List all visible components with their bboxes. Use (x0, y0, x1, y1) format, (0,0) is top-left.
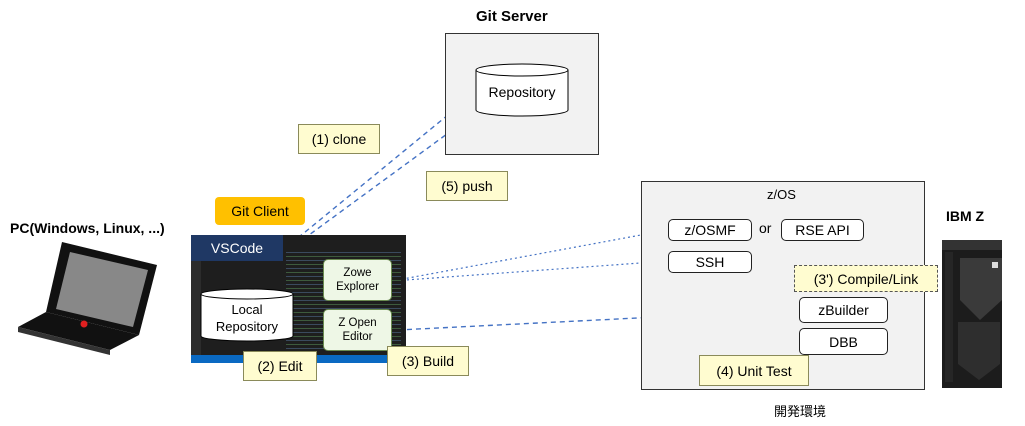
local-repository-label: Local Repository (215, 302, 279, 334)
vscode-sidebar (191, 261, 201, 363)
edit-note: (2) Edit (243, 351, 317, 381)
unit-test-note: (4) Unit Test (699, 355, 809, 386)
dev-env-label: 開発環境 (774, 404, 827, 419)
push-note: (5) push (426, 171, 508, 201)
zbuilder-box: zBuilder (799, 297, 888, 323)
zowe-to-zosmf-arrow (391, 226, 670, 282)
zowe-explorer-box: Zowe Explorer (323, 259, 392, 301)
dbb-box: DBB (799, 328, 888, 355)
z-open-editor-box: Z Open Editor (323, 309, 392, 351)
pc-title: PC(Windows, Linux, ...) (10, 220, 165, 236)
ssh-box: SSH (668, 251, 752, 273)
compile-link-note: (3') Compile/Link (794, 265, 938, 292)
repository-label: Repository (488, 84, 556, 100)
zos-title: z/OS (767, 187, 796, 202)
vscode-label: VSCode (191, 235, 283, 261)
git-client-label: Git Client (215, 197, 305, 225)
ibmz-title: IBM Z (946, 208, 985, 224)
zosmf-box: z/OSMF (668, 219, 752, 241)
or-label: or (759, 220, 772, 236)
git-server-title: Git Server (476, 8, 548, 25)
zowe-to-ssh-arrow (391, 256, 670, 282)
editor-to-zbuilder-arrow (397, 304, 799, 331)
rse-api-box: RSE API (781, 219, 864, 241)
build-note: (3) Build (387, 346, 469, 376)
clone-note: (1) clone (298, 124, 380, 154)
